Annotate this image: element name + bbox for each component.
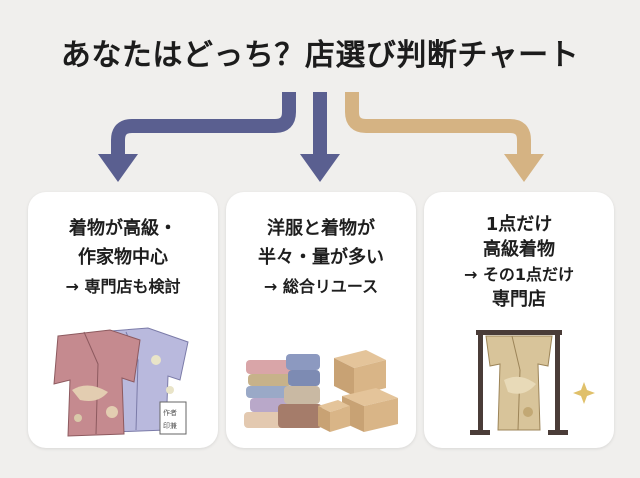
card-line: 着物が高級・ xyxy=(69,218,177,239)
card-text: 着物が高級・ 作家物中心 → 専門店も検討 xyxy=(28,214,218,301)
card-line: 作家物中心 xyxy=(78,247,168,268)
arrow-center-head xyxy=(300,154,340,182)
stamp-text: 印兼 xyxy=(163,421,177,430)
card-line: 洋服と着物が xyxy=(267,218,375,239)
boxes-and-clothes-icon xyxy=(244,350,398,432)
page-title: あなたはどっち？店選び判断チャート xyxy=(60,38,580,73)
card-single-kimono: 1点だけ 高級着物 → その1点だけ 専門店 xyxy=(424,192,614,448)
card-text: 1点だけ 高級着物 → その1点だけ 専門店 xyxy=(424,212,614,312)
card-line: → 専門店も検討 xyxy=(65,277,181,296)
arrow-right xyxy=(345,92,531,156)
card-high-end-kimono: 着物が高級・ 作家物中心 → 専門店も検討 作者 印兼 xyxy=(28,192,218,448)
card-line: 1点だけ xyxy=(485,214,553,235)
card-mixed-clothes: 洋服と着物が 半々・量が多い → 総合リユース xyxy=(226,192,416,448)
card-line: 半々・量が多い xyxy=(258,247,384,268)
stamp-text: 作者 xyxy=(163,408,177,417)
card-line: 高級着物 xyxy=(483,239,555,260)
kimono-on-rack-icon xyxy=(470,330,595,435)
card-text: 洋服と着物が 半々・量が多い → 総合リユース xyxy=(226,214,416,301)
arrow-left-head xyxy=(98,154,138,182)
card-line: 専門店 xyxy=(492,289,546,310)
kimono-icon: 作者 印兼 xyxy=(53,327,189,437)
card-line: → その1点だけ xyxy=(463,265,575,284)
arrow-left xyxy=(111,92,296,156)
sparkle-icon xyxy=(573,382,595,404)
arrow-right-head xyxy=(504,154,544,182)
card-line: → 総合リユース xyxy=(263,277,379,296)
